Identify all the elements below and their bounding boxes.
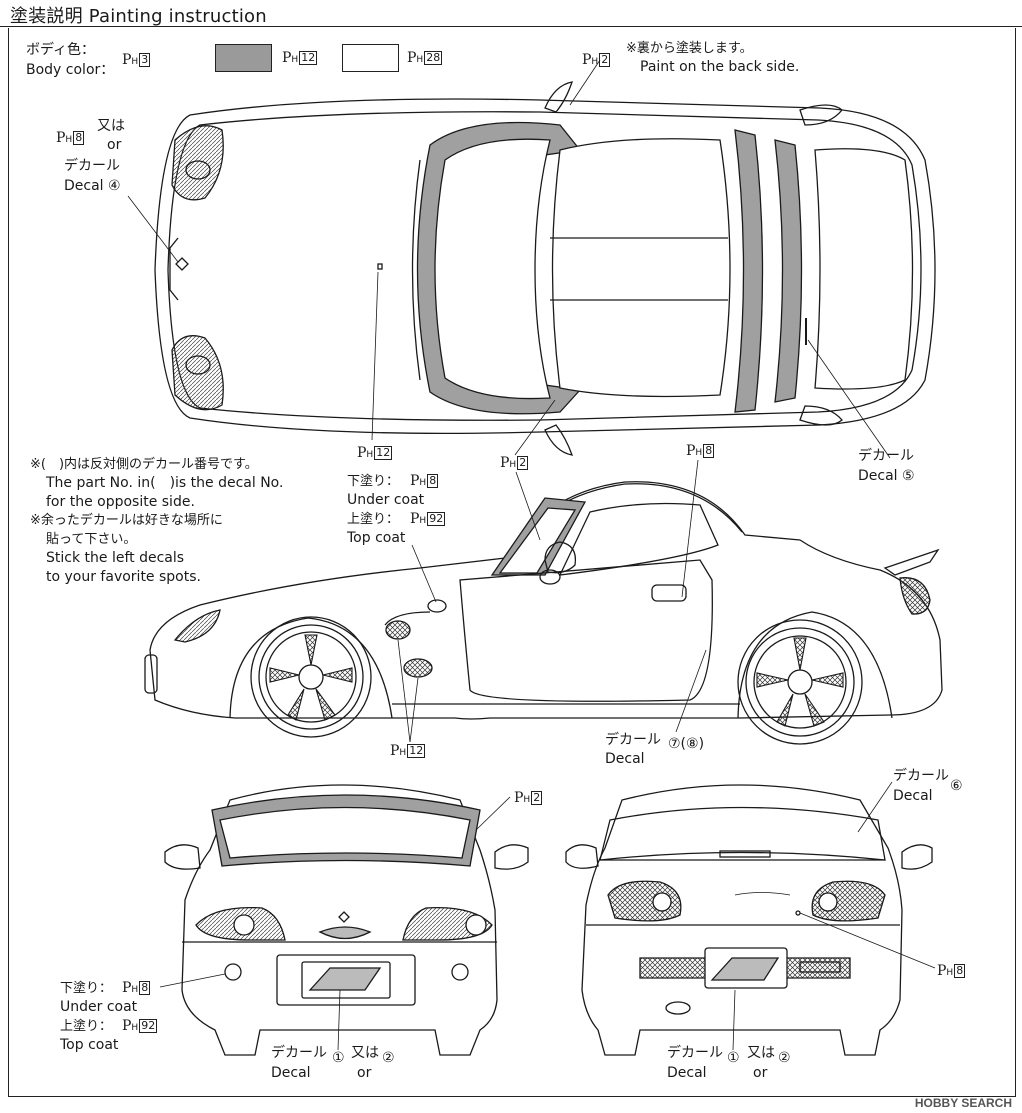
color-swatch-grey bbox=[215, 44, 272, 72]
rear-decal-number-2: ② bbox=[778, 1050, 791, 1066]
decal5-label-jp: デカール bbox=[858, 448, 914, 464]
front-top-coat-jp: 上塗り： bbox=[60, 1019, 113, 1034]
note-line-4: ※余ったデカールは好きな場所に bbox=[30, 513, 223, 528]
side-view-car bbox=[144, 481, 943, 745]
rear-decal-number-1: ① bbox=[727, 1050, 740, 1066]
wheel-spokes bbox=[269, 634, 844, 727]
body-color-label-jp: ボディ色： bbox=[26, 42, 96, 58]
note-line-1: ※( )内は反対側のデカール番号です。 bbox=[30, 457, 258, 472]
front-view-leaders bbox=[159, 796, 511, 1051]
rear-or-jp: 又は bbox=[747, 1045, 775, 1061]
decal-number-5: ⑤ bbox=[902, 468, 915, 484]
color-swatch-white bbox=[342, 44, 399, 72]
front-view-car bbox=[164, 784, 529, 1056]
front-decal-number-2: ② bbox=[382, 1050, 395, 1066]
top-view-leaders bbox=[127, 59, 891, 459]
note-line-2: The part No. in( )is the decal No. bbox=[46, 475, 284, 491]
decal-label-jp: デカール bbox=[64, 158, 120, 174]
side-under-coat-en: Under coat bbox=[347, 492, 425, 508]
front-top-coat-en: Top coat bbox=[60, 1037, 119, 1053]
front-under-coat-en: Under coat bbox=[60, 999, 138, 1015]
rear-decal-jp: デカール bbox=[667, 1045, 723, 1061]
or-en: or bbox=[107, 137, 122, 153]
side-top-coat-jp: 上塗り： bbox=[347, 512, 400, 527]
front-under-coat-jp: 下塗り： bbox=[60, 981, 113, 996]
rear-decal6-jp: デカール bbox=[893, 768, 949, 784]
front-decal-jp: デカール bbox=[271, 1045, 327, 1061]
rear-decal6-en: Decal bbox=[893, 788, 933, 804]
note-line-5: 貼って下さい。 bbox=[46, 532, 137, 547]
diagram-frame bbox=[8, 28, 1016, 1097]
decal5-label-en: Decal ⑤ bbox=[858, 468, 915, 484]
side-under-coat-jp: 下塗り： bbox=[347, 474, 400, 489]
watermark: HOBBY SEARCH bbox=[914, 1096, 1012, 1110]
front-or-jp: 又は bbox=[351, 1045, 379, 1061]
side-decal-en: Decal bbox=[605, 751, 645, 767]
front-decal-number-1: ① bbox=[332, 1050, 345, 1066]
top-view-car bbox=[154, 81, 936, 456]
back-side-note-jp: ※裏から塗装します。 bbox=[626, 41, 753, 56]
front-decal-en: Decal bbox=[271, 1065, 311, 1081]
page-title: 塗装説明 Painting instruction bbox=[10, 6, 267, 27]
header-rule bbox=[0, 26, 1022, 27]
back-side-note-en: Paint on the back side. bbox=[640, 59, 800, 75]
rear-view-leaders bbox=[732, 781, 936, 1051]
side-view-leaders bbox=[397, 459, 707, 743]
note-line-3: for the opposite side. bbox=[46, 494, 195, 510]
body-color-label-en: Body color： bbox=[26, 62, 115, 78]
front-or-en: or bbox=[357, 1065, 372, 1081]
side-decal-jp: デカール bbox=[605, 732, 661, 748]
decal-label-en: Decal ④ bbox=[64, 178, 121, 194]
rear-or-en: or bbox=[753, 1065, 768, 1081]
decal-number-7-8: ⑦(⑧) bbox=[668, 736, 705, 752]
note-line-6: Stick the left decals bbox=[46, 550, 185, 566]
decal-number-4: ④ bbox=[108, 178, 121, 194]
decal-number-6: ⑥ bbox=[950, 778, 963, 794]
or-jp: 又は bbox=[97, 118, 125, 134]
side-top-coat-en: Top coat bbox=[347, 530, 406, 546]
rear-view-car bbox=[565, 784, 933, 1056]
rear-decal-en: Decal bbox=[667, 1065, 707, 1081]
note-line-7: to your favorite spots. bbox=[46, 569, 201, 585]
